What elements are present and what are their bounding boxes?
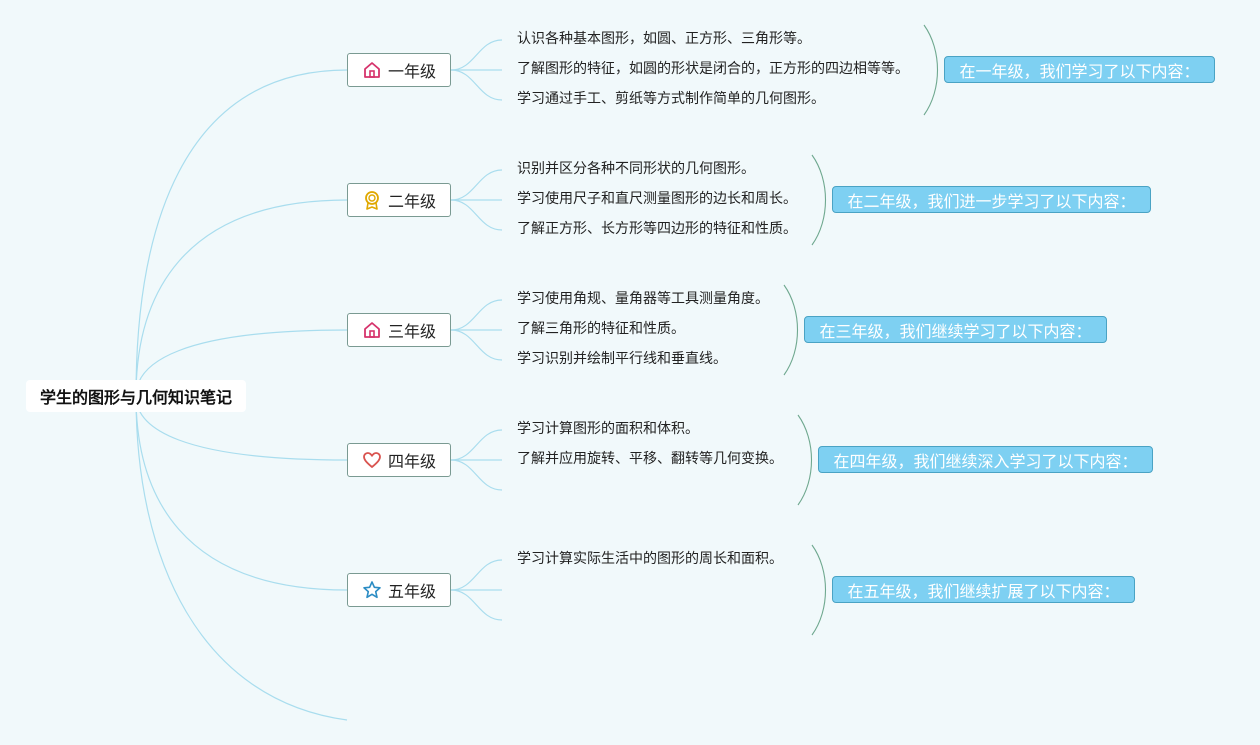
summary-node[interactable]: 在一年级，我们学习了以下内容： <box>944 56 1215 83</box>
item-branch-line <box>450 39 503 71</box>
summary-bracket-line <box>783 284 798 376</box>
item-branch-line <box>450 429 503 461</box>
topic-item[interactable]: 学习计算实际生活中的图形的周长和面积。 <box>517 551 783 567</box>
root-branch-line <box>135 395 348 591</box>
item-branch-line <box>450 329 503 361</box>
item-branch-line <box>450 299 503 331</box>
summary-label: 在三年级，我们继续学习了以下内容： <box>819 321 1092 341</box>
star-icon <box>362 580 382 600</box>
item-branch-line <box>450 459 503 491</box>
topic-item[interactable]: 了解并应用旋转、平移、翻转等几何变换。 <box>517 451 783 467</box>
topic-item[interactable]: 了解正方形、长方形等四边形的特征和性质。 <box>517 221 797 237</box>
grade-label: 一年级 <box>387 62 436 81</box>
summary-label: 在一年级，我们学习了以下内容： <box>959 61 1200 81</box>
house-icon <box>362 320 382 340</box>
summary-bracket-line <box>811 544 826 636</box>
root-node[interactable]: 学生的图形与几何知识笔记 <box>26 380 246 412</box>
topic-item[interactable]: 学习计算图形的面积和体积。 <box>517 421 699 437</box>
grade-label: 三年级 <box>387 322 436 341</box>
grade-node[interactable]: 三年级 <box>347 313 451 347</box>
root-branch-line <box>135 395 348 721</box>
summary-bracket-line <box>923 24 938 116</box>
heart-icon <box>362 450 382 470</box>
topic-item[interactable]: 了解三角形的特征和性质。 <box>517 321 685 337</box>
topic-item[interactable]: 学习使用角规、量角器等工具测量角度。 <box>517 291 769 307</box>
grade-label: 二年级 <box>387 192 436 211</box>
item-branch-line <box>450 69 503 101</box>
summary-bracket-line <box>811 154 826 246</box>
grade-label: 四年级 <box>387 452 436 471</box>
grade-node[interactable]: 一年级 <box>347 53 451 87</box>
root-label: 学生的图形与几何知识笔记 <box>39 388 232 407</box>
root-branch-line <box>135 199 348 397</box>
grade-node[interactable]: 五年级 <box>347 573 451 607</box>
summary-node[interactable]: 在二年级，我们进一步学习了以下内容： <box>832 186 1151 213</box>
summary-node[interactable]: 在四年级，我们继续深入学习了以下内容： <box>818 446 1153 473</box>
grade-node[interactable]: 四年级 <box>347 443 451 477</box>
topic-item[interactable]: 了解图形的特征，如圆的形状是闭合的，正方形的四边相等等。 <box>517 61 909 77</box>
topic-item[interactable]: 识别并区分各种不同形状的几何图形。 <box>517 161 755 177</box>
summary-label: 在二年级，我们进一步学习了以下内容： <box>847 191 1136 211</box>
summary-bracket-line <box>797 414 812 506</box>
house-icon <box>362 60 382 80</box>
topic-item[interactable]: 学习识别并绘制平行线和垂直线。 <box>517 351 727 367</box>
topic-item[interactable]: 认识各种基本图形，如圆、正方形、三角形等。 <box>517 31 811 47</box>
item-branch-line <box>450 589 503 621</box>
summary-label: 在四年级，我们继续深入学习了以下内容： <box>833 451 1138 471</box>
root-branch-line <box>135 69 348 397</box>
item-branch-line <box>450 559 503 591</box>
topic-item[interactable]: 学习使用尺子和直尺测量图形的边长和周长。 <box>517 191 797 207</box>
award-icon <box>362 190 382 210</box>
topic-item[interactable]: 学习通过手工、剪纸等方式制作简单的几何图形。 <box>517 91 825 107</box>
grade-node[interactable]: 二年级 <box>347 183 451 217</box>
summary-node[interactable]: 在五年级，我们继续扩展了以下内容： <box>832 576 1135 603</box>
summary-label: 在五年级，我们继续扩展了以下内容： <box>847 581 1120 601</box>
item-branch-line <box>450 169 503 201</box>
summary-node[interactable]: 在三年级，我们继续学习了以下内容： <box>804 316 1107 343</box>
grade-label: 五年级 <box>387 582 436 601</box>
item-branch-line <box>450 199 503 231</box>
